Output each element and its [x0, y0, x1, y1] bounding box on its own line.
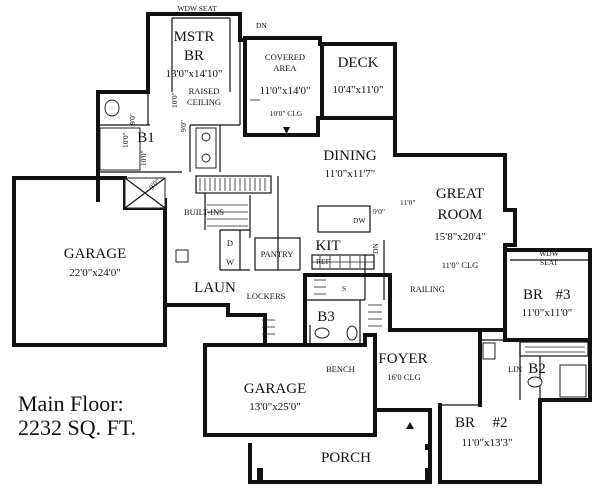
bedroom-3-number: #3 [556, 287, 571, 303]
garage-main-name: GARAGE [64, 246, 127, 262]
covered-area-dn-label: DN [256, 21, 267, 30]
bench-label: BENCH [326, 364, 355, 374]
bedroom-2-number: #2 [493, 415, 508, 431]
arrow-down-icon [283, 127, 290, 134]
great-room-ceiling: 11'0" CLG [442, 260, 479, 270]
garage-small-size: 13'0"x25'0" [249, 401, 300, 413]
entry-arrow-icon [406, 422, 414, 429]
master-bedroom-name-2: BR [184, 48, 204, 64]
covered-area-ceiling: 10'0" CLG [270, 109, 303, 118]
built-ins-label: BUILT-INS [184, 207, 224, 217]
porch-label: PORCH [321, 450, 371, 466]
master-dim-a: 10'0" [170, 92, 179, 108]
deck-name: DECK [338, 55, 379, 71]
covered-area-name: COVERED [265, 52, 305, 62]
great-room-name: GREAT [436, 186, 484, 202]
laundry-label: LAUN [194, 280, 236, 296]
dryer-label: D [227, 238, 233, 248]
great-room-size: 15'8"x20'4" [434, 231, 485, 243]
railing-label: RAILING [410, 284, 445, 294]
refrigerator-label: REF [316, 257, 330, 266]
bedroom-3-size: 11'0"x11'0" [522, 307, 573, 319]
caption-line-1: Main Floor: [18, 391, 124, 416]
caption-line-2: 2232 SQ. FT. [18, 415, 137, 440]
master-bedroom-name: MSTR [174, 29, 215, 45]
fixtures [99, 99, 587, 482]
linen-label: LIN [508, 364, 522, 374]
master-ceiling-label: RAISED [189, 86, 220, 96]
great-room-dim-a: 11'0" [400, 198, 415, 207]
dining-size: 11'0"x11'7" [325, 168, 376, 180]
floor-area-caption: Main Floor: 2232 SQ. FT. [18, 392, 136, 440]
covered-area-size: 11'0"x14'0" [259, 85, 310, 97]
room-labels: WDW SEAT MSTR BR 13'0"x14'10" RAISED CEI… [64, 4, 573, 466]
foyer-name: FOYER [378, 351, 427, 367]
great-room-name-2: ROOM [437, 207, 482, 223]
bath-3-name: B3 [317, 309, 335, 325]
stairs-and-shelves [199, 99, 585, 353]
pantry-label: PANTRY [261, 249, 294, 259]
covered-area-name-2: AREA [273, 63, 297, 73]
master-ceiling-label-2: CEILING [187, 97, 221, 107]
bath-1-dim-a: 10'0" [121, 132, 130, 148]
washer-label: W [226, 257, 234, 267]
great-room-dim-b: 9'0" [373, 207, 385, 216]
dishwasher-label: DW [353, 216, 366, 225]
bath-2-name: B2 [528, 361, 546, 377]
deck-size: 10'4"x11'0" [332, 84, 383, 96]
bath-1-dim-c: 9'0" [128, 113, 137, 125]
bath-1-dim-b: 10'0" [139, 150, 148, 166]
garage-small-name: GARAGE [244, 381, 307, 397]
kitchen-name: KIT [316, 238, 341, 254]
interior-walls [98, 17, 590, 410]
bedroom-2-name: BR [455, 415, 475, 431]
bedroom-3-name: BR [523, 287, 543, 303]
dining-name: DINING [323, 148, 376, 164]
lockers-label: LOCKERS [247, 291, 286, 301]
bedroom-3-window-seat-2: SEAT [540, 258, 558, 267]
stairs-s-label: S [342, 284, 346, 293]
garage-main-size: 22'0"x24'0" [69, 267, 120, 279]
master-dim-b: 9'0" [179, 120, 188, 132]
bedroom-3-window-seat: WDW [539, 249, 559, 258]
stairs-down-label: DN [371, 243, 380, 254]
window-seat-master-label: WDW SEAT [177, 4, 217, 13]
bedroom-2-size: 11'0"x13'3" [461, 437, 512, 449]
bath-1-name: B1 [137, 130, 155, 146]
foyer-ceiling: 16'0 CLG [387, 372, 420, 382]
master-bedroom-size: 13'0"x14'10" [166, 68, 223, 80]
